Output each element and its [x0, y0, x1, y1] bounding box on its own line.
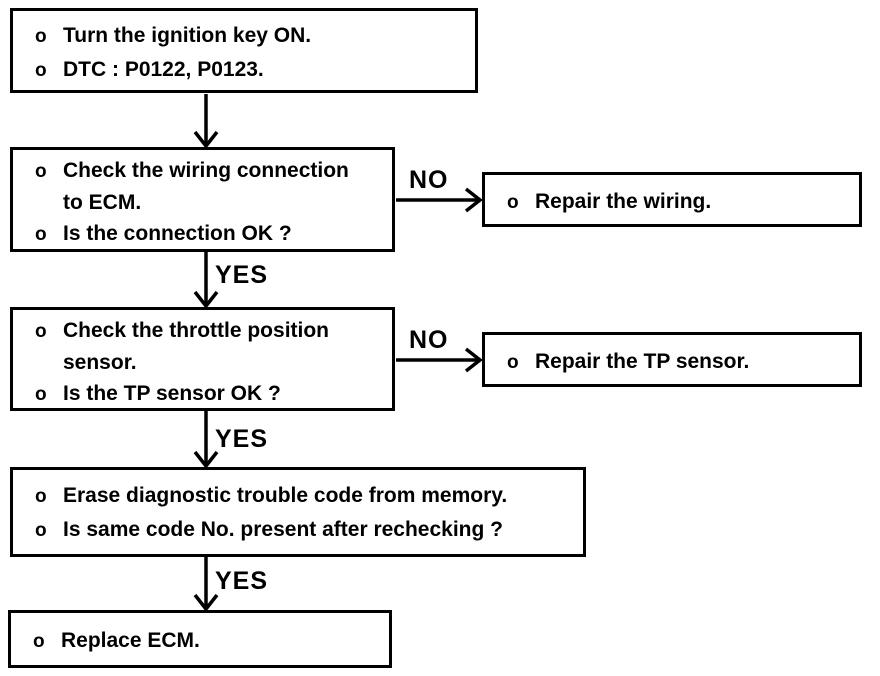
edge-label-yes-wiring: YES [215, 261, 269, 289]
flow-box-start: o Turn the ignition key ON. o DTC : P012… [10, 8, 478, 93]
arrow-yes-wiring [193, 252, 219, 309]
bullet: o [35, 60, 47, 81]
bullet: o [35, 384, 47, 405]
box-line: o Replace ECM. [33, 625, 383, 657]
box-line: o Is same code No. present after recheck… [35, 513, 577, 547]
box-line: o Repair the wiring. [507, 186, 853, 218]
flow-box-check-tp-sensor: o Check the throttle position sensor. o … [10, 307, 395, 411]
bullet: o [35, 321, 47, 342]
box-line: o Erase diagnostic trouble code from mem… [35, 479, 577, 513]
box-line: o Is the connection OK ? [35, 218, 386, 250]
flow-box-repair-wiring: o Repair the wiring. [482, 172, 862, 227]
box-line: o Check the throttle position [35, 315, 386, 347]
edge-label-no-wiring: NO [409, 166, 449, 194]
edge-label-yes-erase: YES [215, 567, 269, 595]
bullet: o [35, 224, 47, 245]
box-line: o Is the TP sensor OK ? [35, 378, 386, 410]
box-text: Turn the ignition key ON. [63, 24, 312, 47]
box-text: to ECM. [63, 191, 142, 214]
box-text: Repair the wiring. [535, 190, 712, 213]
box-text: Is the connection OK ? [63, 222, 292, 245]
arrow-start-to-wiring [193, 94, 219, 149]
box-text: Check the throttle position [63, 319, 330, 342]
box-line: o DTC : P0122, P0123. [35, 53, 469, 87]
box-text: sensor. [63, 351, 137, 374]
box-line: o Turn the ignition key ON. [35, 19, 469, 53]
box-text: DTC : P0122, P0123. [63, 58, 264, 81]
bullet: o [35, 161, 47, 182]
bullet: o [35, 520, 47, 541]
flow-box-replace-ecm: o Replace ECM. [8, 610, 392, 668]
flow-box-check-wiring: o Check the wiring connection to ECM. o … [10, 147, 395, 252]
box-line: sensor. [35, 347, 386, 378]
box-text: Check the wiring connection [63, 159, 349, 182]
bullet: o [507, 352, 519, 373]
box-line: o Repair the TP sensor. [507, 346, 853, 378]
edge-label-no-tp: NO [409, 326, 449, 354]
arrow-yes-erase [193, 557, 219, 612]
box-text: Is the TP sensor OK ? [63, 382, 281, 405]
box-text: Erase diagnostic trouble code from memor… [63, 484, 508, 507]
box-line: o Check the wiring connection [35, 155, 386, 187]
edge-label-yes-tp: YES [215, 425, 269, 453]
flow-box-repair-tp-sensor: o Repair the TP sensor. [482, 332, 862, 387]
arrow-yes-tp [193, 411, 219, 469]
box-text: Is same code No. present after recheckin… [63, 518, 503, 541]
box-line: to ECM. [35, 187, 386, 218]
bullet: o [507, 192, 519, 213]
bullet: o [35, 486, 47, 507]
box-text: Replace ECM. [61, 629, 200, 652]
bullet: o [35, 26, 47, 47]
flow-box-erase-code: o Erase diagnostic trouble code from mem… [10, 467, 586, 557]
box-text: Repair the TP sensor. [535, 350, 750, 373]
bullet: o [33, 631, 45, 652]
